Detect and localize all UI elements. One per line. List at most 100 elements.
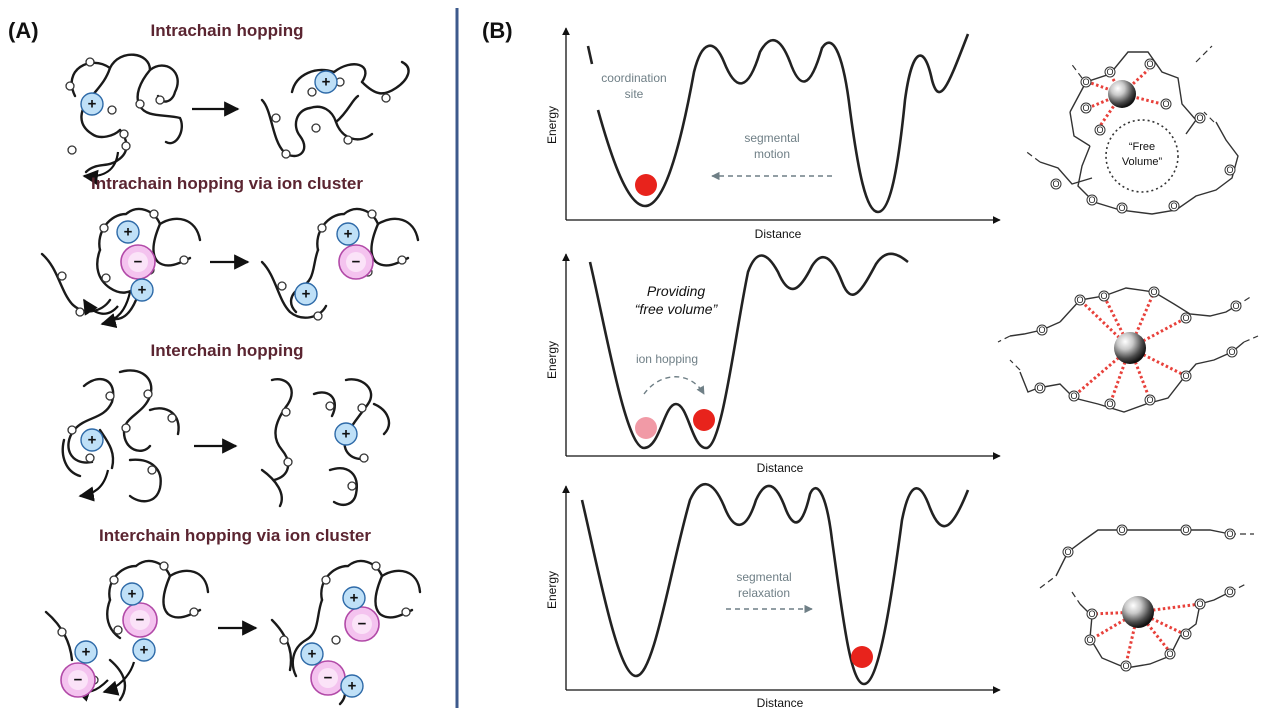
panel-a-label: (A) bbox=[8, 18, 39, 43]
svg-text:+: + bbox=[140, 642, 149, 659]
cation-icon bbox=[74, 640, 98, 664]
distance-axis-label: Distance bbox=[757, 696, 804, 710]
cation-icon bbox=[130, 278, 154, 302]
svg-text:O: O bbox=[1182, 629, 1189, 639]
svg-text:−: − bbox=[358, 616, 367, 633]
ion-red-icon bbox=[693, 409, 715, 431]
cation-icon bbox=[116, 220, 140, 244]
svg-text:motion: motion bbox=[754, 147, 790, 161]
svg-text:coordination: coordination bbox=[601, 71, 666, 85]
interchain-section: Interchain hopping + + bbox=[61, 341, 391, 508]
peo-structure-1: “Free Volume” O O O O O O O O O O O bbox=[1023, 45, 1239, 215]
svg-text:O: O bbox=[1182, 371, 1189, 381]
peo-structure-2: O O O O O O O O O O O O bbox=[997, 286, 1259, 413]
svg-text:O: O bbox=[1228, 347, 1235, 357]
cation-icon bbox=[342, 586, 366, 610]
svg-text:O: O bbox=[1118, 525, 1125, 535]
svg-text:+: + bbox=[88, 96, 97, 113]
svg-text:O: O bbox=[1038, 325, 1045, 335]
svg-text:O: O bbox=[1070, 391, 1077, 401]
interchain-cluster-section: Interchain hopping via ion cluster − + +… bbox=[44, 526, 422, 706]
intrachain-hopping-section: Intrachain hopping + + bbox=[65, 21, 410, 186]
svg-text:O: O bbox=[1106, 67, 1113, 77]
svg-text:“free volume”: “free volume” bbox=[635, 301, 719, 317]
svg-text:O: O bbox=[1076, 295, 1083, 305]
svg-text:+: + bbox=[342, 426, 351, 443]
cation-icon bbox=[80, 92, 104, 116]
svg-text:O: O bbox=[1232, 301, 1239, 311]
ion-red-icon bbox=[635, 174, 657, 196]
svg-text:−: − bbox=[136, 612, 145, 629]
cation-icon bbox=[314, 70, 338, 94]
lithium-ion-icon bbox=[1122, 596, 1154, 628]
svg-text:O: O bbox=[1196, 113, 1203, 123]
peo-structure-3: O O O O O O O O O O O bbox=[1039, 524, 1254, 672]
panel-b-label: (B) bbox=[482, 18, 513, 43]
cation-icon bbox=[300, 642, 324, 666]
intrachain-title: Intrachain hopping bbox=[151, 21, 304, 40]
svg-text:segmental: segmental bbox=[736, 570, 791, 584]
svg-text:site: site bbox=[625, 87, 644, 101]
interchain-title: Interchain hopping bbox=[151, 341, 304, 360]
svg-text:+: + bbox=[302, 286, 311, 303]
free-volume-circle bbox=[1105, 119, 1179, 193]
distance-axis-label: Distance bbox=[755, 227, 802, 241]
svg-text:O: O bbox=[1082, 103, 1089, 113]
distance-axis-label: Distance bbox=[757, 461, 804, 475]
svg-text:O: O bbox=[1118, 203, 1125, 213]
cation-icon bbox=[132, 638, 156, 662]
svg-text:+: + bbox=[88, 432, 97, 449]
energy-diagram-2: Energy Distance Providing “free volume” … bbox=[545, 252, 1001, 475]
svg-text:+: + bbox=[308, 646, 317, 663]
lithium-ion-icon bbox=[1114, 332, 1146, 364]
lithium-ion-icon bbox=[1108, 80, 1136, 108]
svg-text:Volume”: Volume” bbox=[1122, 156, 1163, 168]
svg-text:O: O bbox=[1096, 125, 1103, 135]
ion-pink-icon bbox=[635, 417, 657, 439]
svg-text:segmental: segmental bbox=[744, 131, 799, 145]
svg-text:+: + bbox=[124, 224, 133, 241]
svg-text:O: O bbox=[1182, 313, 1189, 323]
energy-axis-label: Energy bbox=[545, 571, 559, 609]
svg-text:O: O bbox=[1196, 599, 1203, 609]
svg-text:O: O bbox=[1082, 77, 1089, 87]
cation-icon bbox=[294, 282, 318, 306]
cation-icon bbox=[120, 582, 144, 606]
svg-text:O: O bbox=[1162, 99, 1169, 109]
svg-text:O: O bbox=[1052, 179, 1059, 189]
svg-text:O: O bbox=[1088, 609, 1095, 619]
svg-text:O: O bbox=[1064, 547, 1071, 557]
svg-text:O: O bbox=[1086, 635, 1093, 645]
svg-text:−: − bbox=[74, 672, 83, 689]
svg-text:O: O bbox=[1088, 195, 1095, 205]
energy-diagram-3: Energy Distance segmental relaxation bbox=[545, 482, 1001, 710]
cation-icon bbox=[80, 428, 104, 452]
svg-text:O: O bbox=[1226, 587, 1233, 597]
interchain-cluster-title: Interchain hopping via ion cluster bbox=[99, 526, 371, 545]
ion-red-icon bbox=[851, 646, 873, 668]
svg-text:+: + bbox=[322, 74, 331, 91]
svg-text:O: O bbox=[1036, 383, 1043, 393]
svg-text:O: O bbox=[1146, 395, 1153, 405]
intrachain-cluster-section: Intrachain hopping via ion cluster − + +… bbox=[40, 174, 420, 329]
svg-text:+: + bbox=[344, 226, 353, 243]
svg-text:O: O bbox=[1182, 525, 1189, 535]
svg-text:ion hopping: ion hopping bbox=[636, 352, 698, 366]
energy-axis-label: Energy bbox=[545, 341, 559, 379]
svg-text:−: − bbox=[324, 670, 333, 687]
svg-text:O: O bbox=[1146, 59, 1153, 69]
svg-text:+: + bbox=[350, 590, 359, 607]
cation-icon bbox=[340, 674, 364, 698]
svg-text:O: O bbox=[1170, 201, 1177, 211]
energy-diagram-1: Energy Distance coordination site segmen… bbox=[545, 27, 1001, 241]
svg-text:O: O bbox=[1150, 287, 1157, 297]
svg-text:O: O bbox=[1122, 661, 1129, 671]
svg-text:+: + bbox=[138, 282, 147, 299]
svg-text:+: + bbox=[128, 586, 137, 603]
svg-text:O: O bbox=[1226, 165, 1233, 175]
svg-text:O: O bbox=[1166, 649, 1173, 659]
svg-text:O: O bbox=[1226, 529, 1233, 539]
svg-text:relaxation: relaxation bbox=[738, 586, 790, 600]
svg-text:−: − bbox=[352, 254, 361, 271]
